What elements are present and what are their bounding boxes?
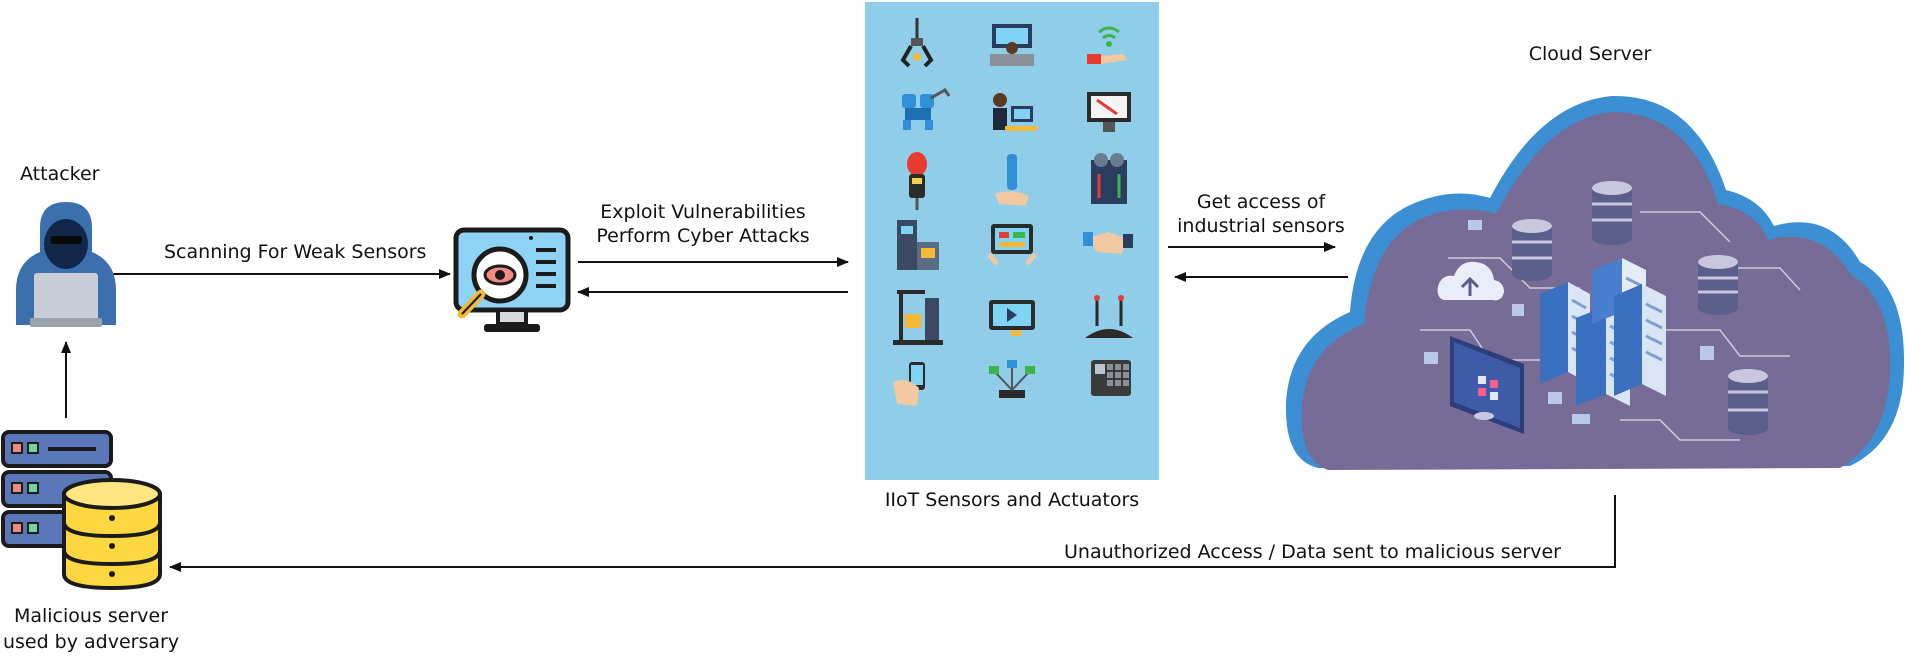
get-access-label-line2: industrial sensors [1177, 215, 1345, 237]
database-icon [62, 478, 162, 591]
database-cylinder-icon [1698, 255, 1738, 315]
robotic-claw-icon [900, 18, 934, 68]
iiot-label: IIoT Sensors and Actuators [884, 489, 1140, 511]
handshake-device-icon [1083, 232, 1133, 254]
scanning-label: Scanning For Weak Sensors [164, 241, 427, 263]
wireless-hand-sensor-icon [1087, 26, 1127, 64]
keypad-panel-icon [1091, 360, 1131, 396]
cloud-server-label: Cloud Server [1528, 43, 1652, 65]
gear-machine-icon [1091, 153, 1127, 204]
iiot-icon-grid [893, 18, 1133, 406]
factory-machine-icon [897, 220, 939, 270]
exploit-label-line2: Perform Cyber Attacks [596, 225, 810, 247]
lift-crane-icon [893, 290, 943, 345]
engineer-monitor-icon [993, 93, 1037, 131]
attacker-label: Attacker [20, 163, 100, 185]
antenna-station-icon [1085, 295, 1133, 338]
server-rack-icon [1614, 284, 1666, 396]
database-cylinder-icon [1592, 181, 1632, 245]
robotic-hand-icon [995, 154, 1029, 206]
monitor-magnifier-icon [453, 227, 571, 332]
network-hub-icon [989, 360, 1035, 398]
video-display-icon [989, 300, 1035, 336]
tablet-control-icon [987, 224, 1037, 266]
thermometer-probe-icon [907, 152, 927, 210]
dashboard-monitor-icon [1450, 336, 1524, 434]
iiot-panel [865, 2, 1159, 480]
database-cylinder-icon [1728, 369, 1768, 435]
smartphone-hand-icon [893, 362, 925, 406]
malicious-label-line1: Malicious server [13, 605, 169, 627]
robot-arm-icon [902, 88, 951, 130]
chip-icon [1424, 220, 1714, 424]
hacker-icon [16, 202, 116, 327]
malicious-label-line2: used by adversary [2, 631, 180, 653]
database-cylinder-icon [1512, 219, 1552, 281]
exfiltration-arrow [169, 495, 1616, 572]
exploit-label-line1: Exploit Vulnerabilities [600, 201, 806, 223]
cloud-upload-icon [1437, 261, 1504, 301]
gauge-dashboard-icon [1087, 92, 1131, 132]
unauthorized-label: Unauthorized Access / Data sent to malic… [1064, 541, 1561, 563]
control-desk-operator-icon [990, 24, 1034, 66]
get-access-label-line1: Get access of [1196, 191, 1326, 213]
